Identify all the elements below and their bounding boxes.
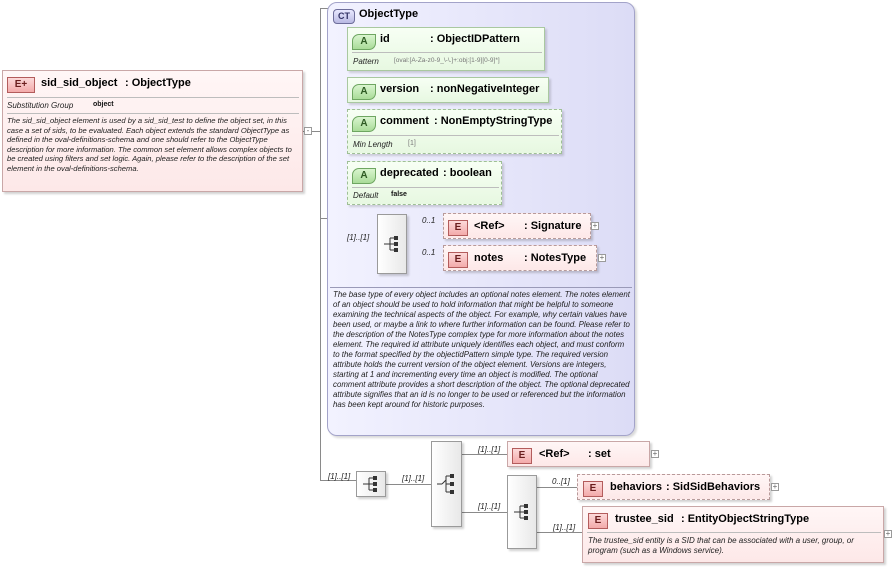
attribute-deprecated[interactable]: A deprecated : boolean Default false (347, 161, 502, 205)
attribute-facet-label: Pattern (353, 57, 379, 66)
attribute-badge-icon: A (352, 168, 376, 184)
attribute-facet-value: false (391, 191, 407, 198)
choice-cardinality: [1]..[1] (402, 474, 425, 483)
attribute-name: deprecated (380, 167, 439, 179)
complex-type-badge-icon: CT (333, 9, 355, 24)
root-element-name: sid_sid_object (41, 77, 118, 89)
root-element-box[interactable]: E+ sid_sid_object : ObjectType Substitut… (2, 70, 303, 192)
root-element-doc: The sid_sid_object element is used by a … (7, 116, 292, 173)
trustee-doc: The trustee_sid entity is a SID that can… (588, 536, 854, 555)
root-element-type: : ObjectType (125, 77, 191, 89)
element-trustee-sid[interactable]: E trustee_sid : EntityObjectStringType T… (582, 506, 884, 563)
attribute-comment[interactable]: A comment : NonEmptyStringType Min Lengt… (347, 109, 562, 154)
collapse-icon[interactable]: - (304, 127, 312, 135)
root-facet-label: Substitution Group (7, 101, 74, 110)
element-badge-icon: E (583, 481, 603, 497)
complex-type-name: ObjectType (359, 8, 419, 20)
set-cardinality: [1]..[1] (478, 445, 501, 454)
trustee-cardinality: [1]..[1] (553, 523, 576, 532)
element-type: : Signature (524, 220, 582, 232)
element-type: : NotesType (524, 252, 587, 264)
element-badge-icon: E (448, 252, 468, 268)
choice-icon[interactable] (431, 441, 462, 527)
plus-icon[interactable]: + (651, 449, 659, 458)
inner-sequence-cardinality: [1]..[1] (478, 502, 501, 511)
element-name: <Ref> (474, 220, 505, 232)
behaviors-cardinality: 0..[1] (552, 477, 570, 486)
attribute-version[interactable]: A version : nonNegativeInteger (347, 77, 549, 103)
attribute-facet-label: Min Length (353, 140, 393, 149)
element-type: : set (588, 448, 611, 460)
element-notes[interactable]: E notes : NotesType (443, 245, 597, 271)
attribute-name: version (380, 83, 420, 95)
attribute-badge-icon: A (352, 84, 376, 100)
element-ref-set[interactable]: E <Ref> : set (507, 441, 650, 467)
attribute-type: : NonEmptyStringType (434, 115, 553, 127)
element-type: : EntityObjectStringType (681, 513, 810, 525)
element-type: : SidSidBehaviors (666, 481, 761, 493)
element-behaviors[interactable]: E behaviors : SidSidBehaviors (577, 474, 770, 500)
attribute-badge-icon: A (352, 116, 376, 132)
root-facet-value: object (93, 101, 114, 108)
element-badge-icon: E (512, 448, 532, 464)
element-name: behaviors (610, 481, 662, 493)
sequence-icon[interactable] (356, 471, 386, 497)
attribute-facet-label: Default (353, 191, 379, 200)
attribute-type: : boolean (443, 167, 492, 179)
plus-icon[interactable]: + (771, 482, 779, 491)
element-name: notes (474, 252, 504, 264)
attribute-name: id (380, 33, 390, 45)
attribute-id[interactable]: A id : ObjectIDPattern Pattern [oval:[A-… (347, 27, 545, 71)
attribute-badge-icon: A (352, 34, 376, 50)
complex-type-doc: The base type of every object includes a… (333, 290, 630, 409)
element-badge-icon: E (588, 513, 608, 529)
attribute-type: : ObjectIDPattern (430, 33, 520, 45)
element-name: trustee_sid (615, 513, 674, 525)
element-badge-icon: E+ (7, 77, 35, 93)
attribute-name: comment (380, 115, 429, 127)
outer-sequence-cardinality: [1]..[1] (328, 472, 351, 481)
child-cardinality: 0..1 (422, 216, 436, 225)
element-badge-icon: E (448, 220, 468, 236)
attribute-type: : nonNegativeInteger (430, 83, 540, 95)
sequence-icon[interactable] (377, 214, 407, 274)
child-cardinality: 0..1 (422, 248, 436, 257)
attribute-facet-value: [oval:[A-Za-z0-9_\-\.]+:obj:[1-9][0-9]*] (394, 57, 500, 64)
plus-icon[interactable]: + (598, 253, 606, 262)
plus-icon[interactable]: + (884, 529, 892, 538)
plus-icon[interactable]: + (591, 221, 599, 230)
element-ref-signature[interactable]: E <Ref> : Signature (443, 213, 591, 239)
attribute-facet-value: [1] (408, 140, 416, 147)
element-name: <Ref> (539, 448, 570, 460)
sequence-cardinality: [1]..[1] (347, 233, 370, 242)
sequence-icon[interactable] (507, 475, 537, 549)
